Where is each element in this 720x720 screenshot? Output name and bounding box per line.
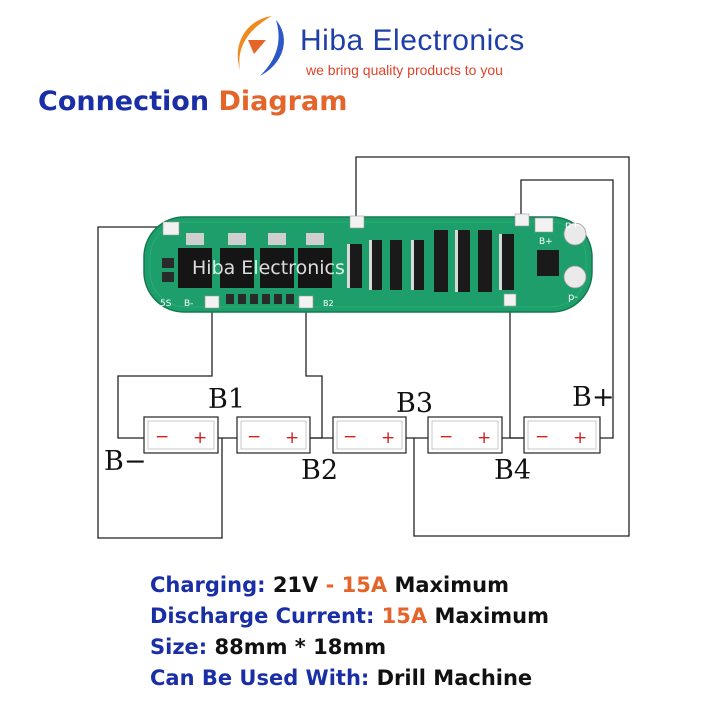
battery-cells: − + − + − + − + — [143, 416, 601, 454]
spec-size: Size: 88mm * 18mm — [150, 632, 549, 663]
cell-1-plus: + — [193, 428, 207, 448]
wire-bplus — [520, 179, 614, 439]
pad-label-b2: B2 — [323, 299, 334, 308]
cell-3-plus: + — [381, 428, 395, 448]
spec-discharge-label: Discharge Current: — [150, 604, 375, 628]
label-b1: B1 — [208, 384, 245, 415]
wires — [97, 156, 630, 539]
pad-label-p-minus: p- — [568, 292, 578, 303]
pad-label-p-plus: p+ — [565, 220, 580, 231]
wire-b3-top-loop — [355, 156, 630, 537]
brand-name: Hiba Electronics — [300, 24, 525, 57]
cell-4-plus: + — [477, 428, 491, 448]
cell-1-minus: − — [155, 427, 169, 447]
spec-discharge: Discharge Current: 15A Maximum — [150, 601, 549, 632]
cell-3-minus: − — [343, 427, 357, 447]
brand-tagline: we bring quality products to you — [306, 62, 503, 78]
battery-cell-3: − + — [332, 416, 407, 454]
spec-usage-label: Can Be Used With: — [150, 666, 370, 690]
battery-cell-2: − + — [236, 416, 311, 454]
hiba-logo-icon — [237, 16, 284, 76]
label-b2: B2 — [301, 455, 338, 486]
wire-bminus-outer — [97, 226, 223, 539]
battery-cell-4: − + — [427, 416, 503, 454]
battery-cell-1: − + — [143, 416, 219, 454]
spec-charging: Charging: 21V - 15A Maximum — [150, 570, 549, 601]
cell-5-minus: − — [535, 427, 549, 447]
cell-2-plus: + — [285, 428, 299, 448]
battery-cell-5: − + — [523, 416, 601, 454]
spec-size-label: Size: — [150, 635, 208, 659]
spec-charging-suffix: Maximum — [394, 573, 509, 597]
cell-5-plus: + — [573, 428, 587, 448]
cell-4-minus: − — [439, 427, 453, 447]
title-word-diagram: Diagram — [218, 86, 348, 117]
spec-usage: Can Be Used With: Drill Machine — [150, 663, 549, 694]
pad-label-b-minus: B- — [184, 299, 193, 309]
label-b-plus: B+ — [572, 382, 614, 413]
spec-discharge-current: 15A — [381, 604, 428, 628]
spec-charging-label: Charging: — [150, 573, 266, 597]
pad-label-cells: 5S — [160, 299, 172, 309]
wire-b1 — [117, 302, 213, 439]
spec-charging-sep: - — [325, 573, 335, 597]
page-title: Connection Diagram — [38, 86, 347, 117]
spec-usage-value: Drill Machine — [376, 666, 533, 690]
label-b3: B3 — [396, 388, 433, 419]
spec-list: Charging: 21V - 15A Maximum Discharge Cu… — [150, 570, 549, 694]
spec-charging-voltage: 21V — [272, 573, 319, 597]
bms-board: Hiba Electronics p+ p- B+ 5S B- B2 — [143, 213, 593, 313]
spec-discharge-suffix: Maximum — [434, 604, 549, 628]
spec-charging-current: 15A — [341, 573, 388, 597]
spec-size-value: 88mm * 18mm — [214, 635, 387, 659]
label-b-minus: B− — [104, 446, 146, 477]
cell-2-minus: − — [247, 427, 261, 447]
pad-label-b-plus: B+ — [539, 237, 553, 247]
board-silkscreen: Hiba Electronics — [192, 257, 345, 279]
label-b4: B4 — [494, 455, 531, 486]
title-word-connection: Connection — [38, 86, 210, 117]
battery-labels: B1 B3 B+ B− B2 B4 — [104, 382, 614, 486]
